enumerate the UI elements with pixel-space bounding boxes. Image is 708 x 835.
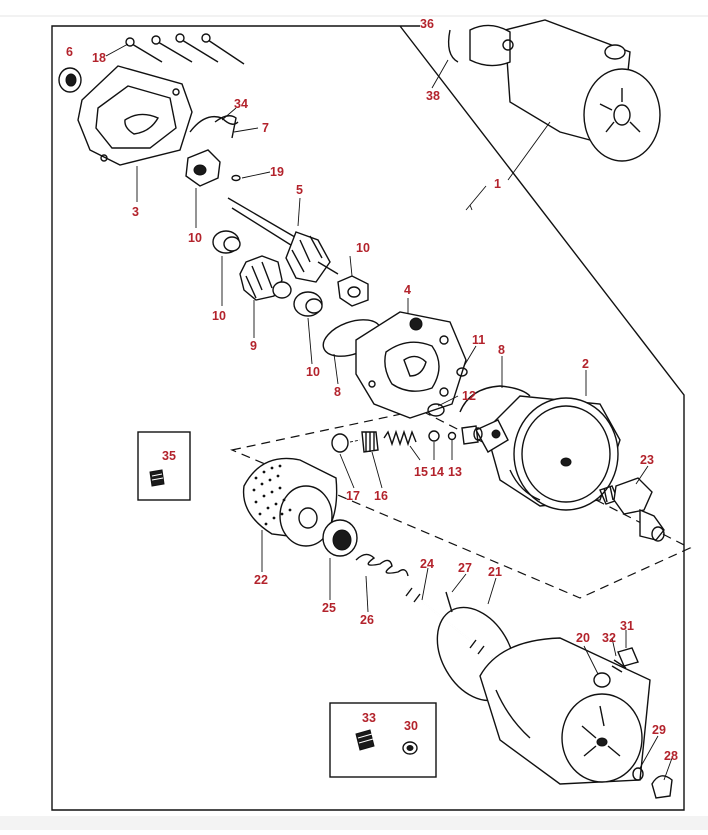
- filter-element-part: [242, 457, 338, 547]
- banjo-bolt-part: [611, 647, 639, 673]
- callout-30: 30: [404, 719, 418, 733]
- callout-9: 9: [250, 339, 257, 353]
- callout-24: 24: [420, 557, 434, 571]
- callout-4: 4: [404, 283, 411, 297]
- callout-18: 18: [92, 51, 106, 65]
- inset-35-part: [149, 469, 165, 487]
- callout-15: 15: [414, 465, 428, 479]
- callout-35: 35: [162, 449, 176, 463]
- callout-25: 25: [322, 601, 336, 615]
- bush-right-part: [337, 275, 369, 307]
- bush-lower-part: [293, 291, 323, 317]
- outer-frame: [51, 25, 685, 811]
- small-ring-part: [456, 367, 468, 377]
- inset-box-33-30: [329, 702, 437, 778]
- callout-20: 20: [576, 631, 590, 645]
- callout-17: 17: [346, 489, 360, 503]
- washer-part: [58, 67, 82, 93]
- callout-14: 14: [430, 465, 444, 479]
- callout-33: 33: [362, 711, 376, 725]
- end-cover-part: [77, 65, 193, 166]
- inset-33-30-parts: [355, 729, 418, 755]
- pin-part: [445, 591, 453, 613]
- centre-bolt-part: [405, 587, 493, 659]
- seal-washer-part: [322, 519, 358, 557]
- callout-10c: 10: [212, 309, 226, 323]
- drive-shaft-part: [227, 197, 339, 283]
- callout-6: 6: [66, 45, 73, 59]
- callout-3: 3: [132, 205, 139, 219]
- callout-16: 16: [374, 489, 388, 503]
- spring-part: [355, 553, 409, 577]
- callout-11: 11: [472, 333, 485, 347]
- callout-26: 26: [360, 613, 374, 627]
- callout-10d: 10: [306, 365, 320, 379]
- callout-22: 22: [254, 573, 268, 587]
- callout-1: 1: [494, 177, 501, 191]
- filter-housing-part: [475, 395, 621, 511]
- small-washer-part: [231, 174, 241, 182]
- o-ring-right-part: [459, 385, 531, 413]
- small-washer-29-part: [632, 767, 644, 781]
- bush-left-part: [212, 230, 241, 254]
- callout-34: 34: [234, 97, 248, 111]
- callout-21: 21: [488, 565, 502, 579]
- callout-36: 36: [420, 17, 434, 31]
- callout-23: 23: [640, 453, 654, 467]
- relief-valve-parts: [331, 425, 483, 453]
- inset-box-35: [137, 431, 191, 501]
- callout-12: 12: [462, 389, 476, 403]
- callout-28: 28: [664, 749, 678, 763]
- cap-nut-part: [651, 775, 673, 799]
- dashed-assembly-box: [230, 409, 692, 599]
- callout-5: 5: [296, 183, 303, 197]
- callout-27: 27: [458, 561, 472, 575]
- plug-part: [593, 672, 611, 688]
- spring-clip-part: [189, 115, 239, 139]
- callout-19: 19: [270, 165, 284, 179]
- bottom-strip: [0, 816, 708, 830]
- callout-10b: 10: [356, 241, 370, 255]
- pump-motor-part: [447, 19, 661, 162]
- bush-upper-part: [185, 149, 221, 187]
- union-fitting-part: [599, 477, 665, 542]
- idler-gear-part: [239, 255, 292, 301]
- pump-body-part: [355, 311, 467, 419]
- leader-lines: [105, 43, 673, 781]
- callout-32: 32: [602, 631, 616, 645]
- callout-labels: 36 6 18 38 34 7 19 1 5 3 10 10 4 10 11 9…: [66, 17, 678, 763]
- callout-8a: 8: [498, 343, 505, 357]
- callout-7: 7: [262, 121, 269, 135]
- screws-part: [125, 33, 245, 65]
- callout-29: 29: [652, 723, 666, 737]
- callout-2: 2: [582, 357, 589, 371]
- callout-13: 13: [448, 465, 462, 479]
- callout-8b: 8: [334, 385, 341, 399]
- callout-38: 38: [426, 89, 440, 103]
- callout-10a: 10: [188, 231, 202, 245]
- seal-ring-part: [427, 403, 445, 417]
- callout-31: 31: [620, 619, 634, 633]
